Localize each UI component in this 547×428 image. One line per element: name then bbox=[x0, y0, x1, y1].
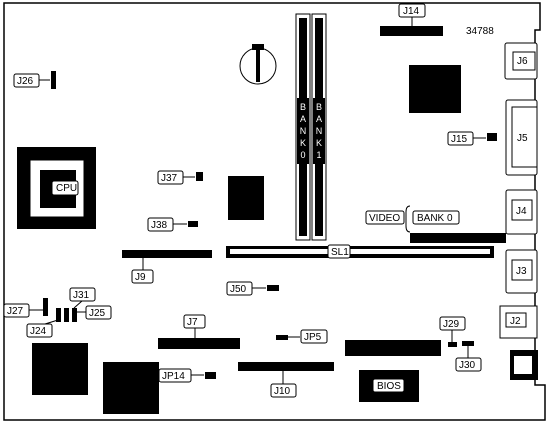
bank0-letters-letter: N bbox=[300, 126, 307, 136]
j14-connector: J14 bbox=[380, 3, 443, 36]
j29-label: J29 bbox=[443, 319, 460, 330]
j10-label: J10 bbox=[274, 386, 291, 397]
j10-connector: J10 bbox=[238, 362, 334, 398]
j6-label: J6 bbox=[517, 56, 528, 67]
bank1-letters-letter: N bbox=[316, 126, 323, 136]
j26-jumper: J26 bbox=[13, 71, 56, 89]
memory-bank-1 bbox=[311, 13, 327, 241]
memory-bank-0 bbox=[295, 13, 311, 241]
j6-connector: J6 bbox=[504, 42, 538, 80]
j5-label: J5 bbox=[517, 133, 528, 144]
j4-connector: J4 bbox=[505, 189, 538, 235]
j31-label: J31 bbox=[73, 290, 90, 301]
j3-label: J3 bbox=[516, 266, 527, 277]
video-bank0-text: BANK 0 bbox=[417, 213, 453, 224]
jp5-jumper: JP5 bbox=[276, 329, 328, 344]
jp5-label: JP5 bbox=[304, 332, 322, 343]
j7-connector: J7 bbox=[158, 314, 240, 349]
bank-1-label: BANK 1 bbox=[316, 102, 323, 160]
chip-middle bbox=[228, 176, 264, 220]
j38-jumper: J38 bbox=[147, 217, 198, 232]
j25-label: J25 bbox=[89, 308, 106, 319]
j30-label: J30 bbox=[459, 360, 476, 371]
jp14-label: JP14 bbox=[162, 371, 185, 382]
j27-label: J27 bbox=[7, 306, 24, 317]
cache-memory-row bbox=[345, 340, 441, 356]
j30-jumper: J30 bbox=[455, 341, 482, 372]
cpu-label: CPU bbox=[56, 183, 77, 194]
sl1-label: SL1 bbox=[331, 247, 349, 258]
j2-label: J2 bbox=[510, 316, 521, 327]
j26-label: J26 bbox=[17, 76, 34, 87]
bank0-letters-letter: K bbox=[300, 138, 306, 148]
j3-connector: J3 bbox=[505, 249, 538, 294]
board-id: 34788 bbox=[466, 26, 494, 37]
j37-jumper: J37 bbox=[157, 170, 203, 185]
bank0-letters-letter: B bbox=[300, 102, 306, 112]
j7-label: J7 bbox=[187, 317, 198, 328]
video-bank0-label: VIDEO BANK 0 bbox=[365, 205, 460, 233]
j2-connector: J2 bbox=[499, 305, 538, 339]
bios-label: BIOS bbox=[377, 381, 401, 392]
j9-connector: J9 bbox=[122, 250, 212, 284]
bank1-letters-letter: A bbox=[316, 114, 322, 124]
j24-label: J24 bbox=[30, 326, 47, 337]
j9-label: J9 bbox=[135, 272, 146, 283]
j38-label: J38 bbox=[151, 220, 168, 231]
j29-jumper: J29 bbox=[439, 316, 466, 347]
j15-jumper: J15 bbox=[447, 131, 497, 146]
j14-label: J14 bbox=[403, 6, 420, 17]
bank-0-label: BANK 0 bbox=[300, 102, 307, 160]
sl1-slot: SL1 bbox=[226, 244, 494, 259]
j37-label: J37 bbox=[161, 173, 178, 184]
j50-jumper: J50 bbox=[226, 281, 279, 296]
bank1-letters-letter: K bbox=[316, 138, 322, 148]
bank1-letters-letter: 1 bbox=[316, 150, 321, 160]
jumper-cluster: J31 J27 J25 J24 bbox=[3, 287, 112, 338]
chip-lower-left-2 bbox=[103, 362, 159, 414]
power-connector bbox=[510, 350, 538, 380]
video-memory-row bbox=[410, 233, 506, 243]
j4-label: J4 bbox=[516, 206, 527, 217]
bank0-letters-letter: A bbox=[300, 114, 306, 124]
bank1-letters-letter: B bbox=[316, 102, 322, 112]
j15-label: J15 bbox=[451, 134, 468, 145]
video-label: VIDEO bbox=[369, 213, 400, 224]
battery-icon bbox=[239, 44, 277, 85]
chip-lower-left-1 bbox=[32, 343, 88, 395]
jp14-jumper: JP14 bbox=[158, 368, 216, 383]
j50-label: J50 bbox=[230, 284, 247, 295]
j5-connector: J5 bbox=[505, 99, 538, 176]
cpu-socket: CPU bbox=[17, 147, 96, 229]
bank0-letters-letter: 0 bbox=[300, 150, 305, 160]
bios-chip: BIOS bbox=[359, 370, 419, 402]
chip-large bbox=[409, 65, 461, 113]
